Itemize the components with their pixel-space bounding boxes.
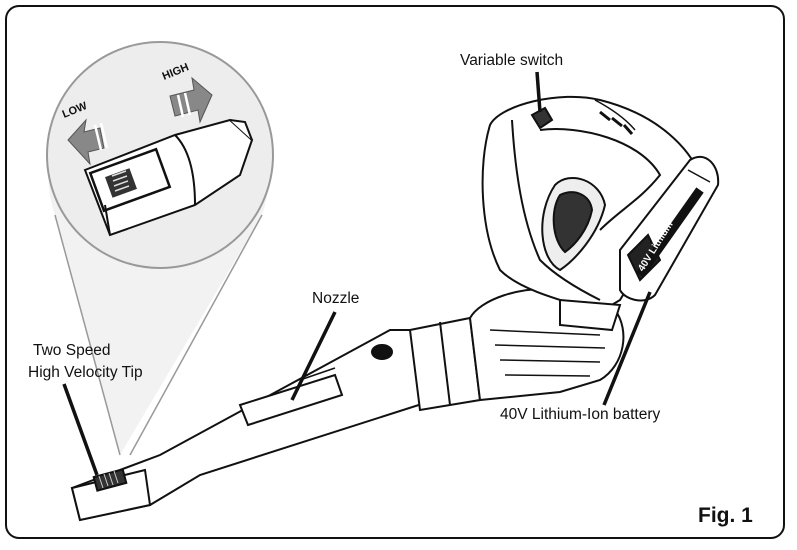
label-tip-line2: High Velocity Tip [28,364,143,381]
leader-variable-switch [535,71,542,113]
leader-nozzle [290,311,337,401]
callout-leaders [62,71,652,476]
zoom-inset: LOW HIGH [46,41,274,456]
leader-battery [602,291,652,406]
leader-tip [62,383,99,476]
high-arrow-icon [169,76,213,124]
tip-detail [83,118,254,237]
label-nozzle: Nozzle [312,290,360,307]
low-arrow-icon [67,118,109,166]
label-tip-line1: Two Speed [33,342,111,359]
figure-label: Fig. 1 [698,504,753,527]
blower-body: 40V Lithium [70,95,720,522]
label-battery: 40V Lithium-Ion battery [500,406,661,423]
label-variable-switch: Variable switch [460,52,564,69]
